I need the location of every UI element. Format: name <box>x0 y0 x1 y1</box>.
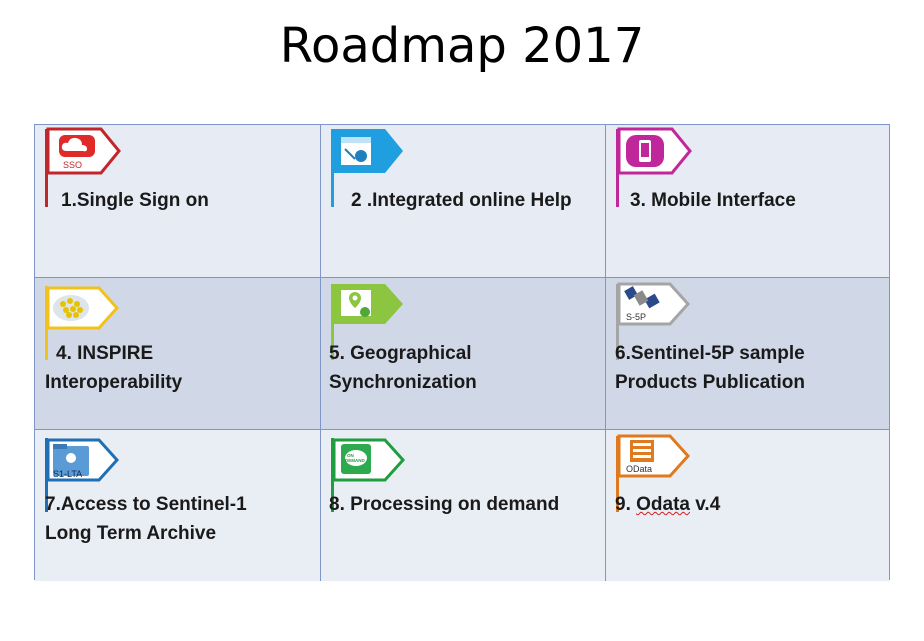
item-label: 1.Single Sign on <box>61 190 209 211</box>
item-label: 4. INSPIRE Interoperability <box>45 343 183 393</box>
roadmap-row-1: SSO 1.Single Sign on 2 .Integrated onl <box>35 125 889 277</box>
sso-cloud-icon: SSO <box>41 127 121 207</box>
roadmap-item-processing-on-demand: ON DEMAND 8. Processing on demand <box>320 430 605 581</box>
svg-text:SSO: SSO <box>63 160 82 170</box>
geo-sync-icon <box>327 280 407 360</box>
roadmap-item-single-sign-on: SSO 1.Single Sign on <box>35 125 320 277</box>
roadmap-item-mobile-interface: 3. Mobile Interface <box>605 125 889 277</box>
item-label: 7.Access to Sentinel-1 Long Term Archive <box>45 494 247 544</box>
on-demand-icon: ON DEMAND <box>327 432 407 512</box>
svg-text:S-5P: S-5P <box>626 312 646 322</box>
item-label: 3. Mobile Interface <box>630 190 796 211</box>
roadmap-item-odata: OData 9. Odata v.4 <box>605 430 889 581</box>
svg-text:S1-LTA: S1-LTA <box>53 469 82 479</box>
roadmap-item-sentinel-1-lta: S1-LTA 7.Access to Sentinel-1 Long Term … <box>35 430 320 581</box>
item-label: 8. Processing on demand <box>329 494 560 515</box>
inspire-dots-icon <box>41 280 121 360</box>
roadmap-item-integrated-online-help: 2 .Integrated online Help <box>320 125 605 277</box>
item-label: 6.Sentinel-5P sample Products Publicatio… <box>615 343 806 393</box>
item-label: 5. Geographical Synchronization <box>329 343 477 393</box>
mobile-phone-icon <box>612 127 692 207</box>
item-label: 9. Odata v.4 <box>615 494 721 515</box>
svg-text:OData: OData <box>626 464 652 474</box>
odata-icon: OData <box>612 432 692 512</box>
roadmap-row-2: 4. INSPIRE Interoperability 5. Geographi… <box>35 277 889 429</box>
svg-text:DEMAND: DEMAND <box>345 458 365 463</box>
page-title: Roadmap 2017 <box>279 18 645 74</box>
roadmap-item-geographical-synchronization: 5. Geographical Synchronization <box>320 278 605 429</box>
roadmap-item-sentinel-5p: S-5P 6.Sentinel-5P sample Products Publi… <box>605 278 889 429</box>
roadmap-grid: SSO 1.Single Sign on 2 .Integrated onl <box>34 124 890 581</box>
satellite-icon: S-5P <box>612 280 692 360</box>
roadmap-row-3: S1-LTA 7.Access to Sentinel-1 Long Term … <box>35 429 889 581</box>
item-label: 2 .Integrated online Help <box>351 190 572 211</box>
online-help-icon <box>327 127 407 207</box>
archive-folder-icon: S1-LTA <box>41 432 121 512</box>
roadmap-item-inspire: 4. INSPIRE Interoperability <box>35 278 320 429</box>
svg-text:ON: ON <box>347 453 354 458</box>
